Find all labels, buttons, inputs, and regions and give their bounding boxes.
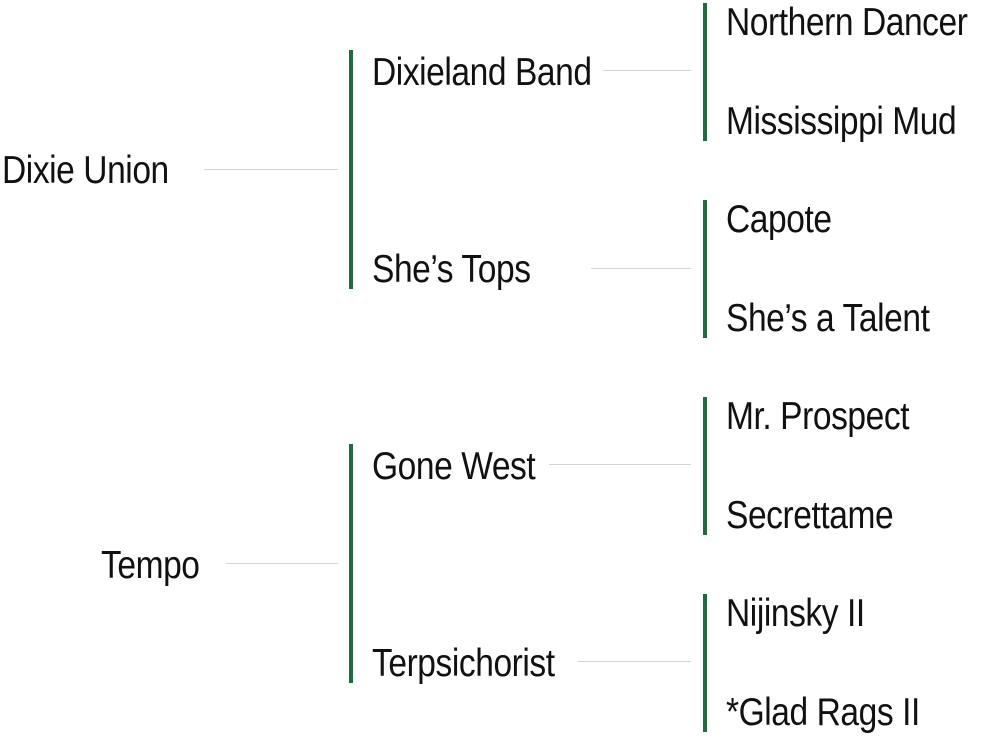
sire-sire-bracket xyxy=(703,3,707,141)
sire-sire-name: Dixieland Band xyxy=(372,51,592,94)
dam-sire-dam-name: Secrettame xyxy=(726,494,894,537)
sire-dam-bracket xyxy=(703,200,707,338)
dam-sire-name: Gone West xyxy=(372,445,536,488)
dam-sire-sire-name: Mr. Prospect xyxy=(726,395,910,438)
sire-name: Dixie Union xyxy=(2,149,169,192)
dam-name: Tempo xyxy=(101,544,200,587)
dam-dam-name: Terpsichorist xyxy=(372,642,555,685)
sire-dam-name: She’s Tops xyxy=(372,248,531,291)
sire-sire-dam-name: Mississippi Mud xyxy=(726,100,957,143)
sire-dam-dam-name: She’s a Talent xyxy=(726,297,930,340)
dam-bracket xyxy=(349,444,353,683)
dam-sire-connector-line xyxy=(549,464,691,465)
dam-connector-line xyxy=(226,563,338,564)
dam-dam-bracket xyxy=(703,594,707,732)
dam-dam-sire-name: Nijinsky II xyxy=(726,592,865,635)
sire-connector-line xyxy=(204,169,338,170)
sire-bracket xyxy=(349,50,353,289)
sire-sire-sire-name: Northern Dancer xyxy=(726,1,968,44)
dam-sire-bracket xyxy=(703,397,707,535)
dam-dam-connector-line xyxy=(578,661,691,662)
sire-dam-connector-line xyxy=(591,268,691,269)
dam-dam-dam-name: *Glad Rags II xyxy=(726,691,920,734)
sire-sire-connector-line xyxy=(603,70,691,71)
sire-dam-sire-name: Capote xyxy=(726,198,832,241)
